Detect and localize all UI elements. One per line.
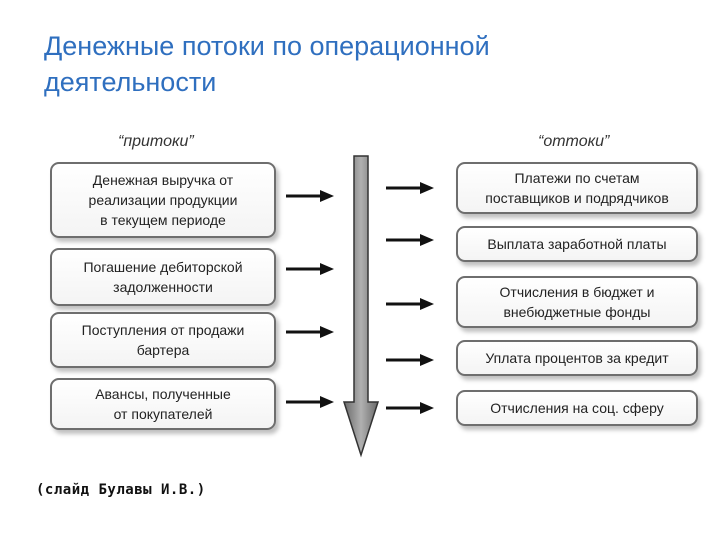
inflow-arrow-3 [286, 326, 334, 338]
inflow-line: в текущем периоде [100, 212, 226, 228]
outflow-arrow-4 [386, 354, 434, 366]
outflow-line: Отчисления на соц. сферу [490, 400, 664, 416]
outflow-arrow-5 [386, 402, 434, 414]
title-line-1: Денежные потоки по операционной [44, 31, 490, 61]
outflow-line: Выплата заработной платы [487, 236, 667, 252]
inflow-box-advances: Авансы, полученные от покупателей [50, 378, 276, 430]
inflow-line: реализации продукции [88, 192, 238, 208]
inflow-box-revenue: Денежная выручка от реализации продукции… [50, 162, 276, 238]
outflow-arrow-3 [386, 298, 434, 310]
inflow-line: Погашение дебиторской [83, 259, 243, 275]
inflow-line: Денежная выручка от [92, 172, 234, 188]
outflow-box-interest: Уплата процентов за кредит [456, 340, 698, 376]
outflow-box-budget: Отчисления в бюджет и внебюджетные фонды [456, 276, 698, 328]
inflow-line: Авансы, полученные [95, 386, 231, 402]
inflow-arrow-4 [286, 396, 334, 408]
main-flow-arrow [342, 155, 380, 458]
slide-credit: (слайд Булавы И.В.) [36, 482, 206, 498]
title-line-2: деятельности [44, 67, 217, 97]
inflow-arrow-2 [286, 263, 334, 275]
inflow-line: Поступления от продажи [81, 322, 245, 338]
outflow-line: Отчисления в бюджет и [499, 284, 655, 300]
inflow-box-receivables: Погашение дебиторской задолженности [50, 248, 276, 306]
outflow-box-social: Отчисления на соц. сферу [456, 390, 698, 426]
outflow-arrow-2 [386, 234, 434, 246]
inflows-heading: “притоки” [118, 133, 194, 150]
outflow-arrow-1 [386, 182, 434, 194]
inflow-line: задолженности [113, 279, 213, 295]
inflow-line: от покупателей [113, 406, 213, 422]
inflow-arrow-1 [286, 190, 334, 202]
outflows-heading: “оттоки” [538, 133, 610, 150]
outflow-line: Платежи по счетам [514, 170, 640, 186]
outflow-line: Уплата процентов за кредит [485, 350, 669, 366]
inflow-box-barter: Поступления от продажи бартера [50, 312, 276, 368]
outflow-box-salary: Выплата заработной платы [456, 226, 698, 262]
outflow-line: внебюджетные фонды [503, 304, 651, 320]
outflow-line: поставщиков и подрядчиков [485, 190, 669, 206]
inflow-line: бартера [136, 342, 190, 358]
page-title: Денежные потоки по операционной деятельн… [44, 28, 684, 100]
outflow-box-suppliers: Платежи по счетам поставщиков и подрядчи… [456, 162, 698, 214]
